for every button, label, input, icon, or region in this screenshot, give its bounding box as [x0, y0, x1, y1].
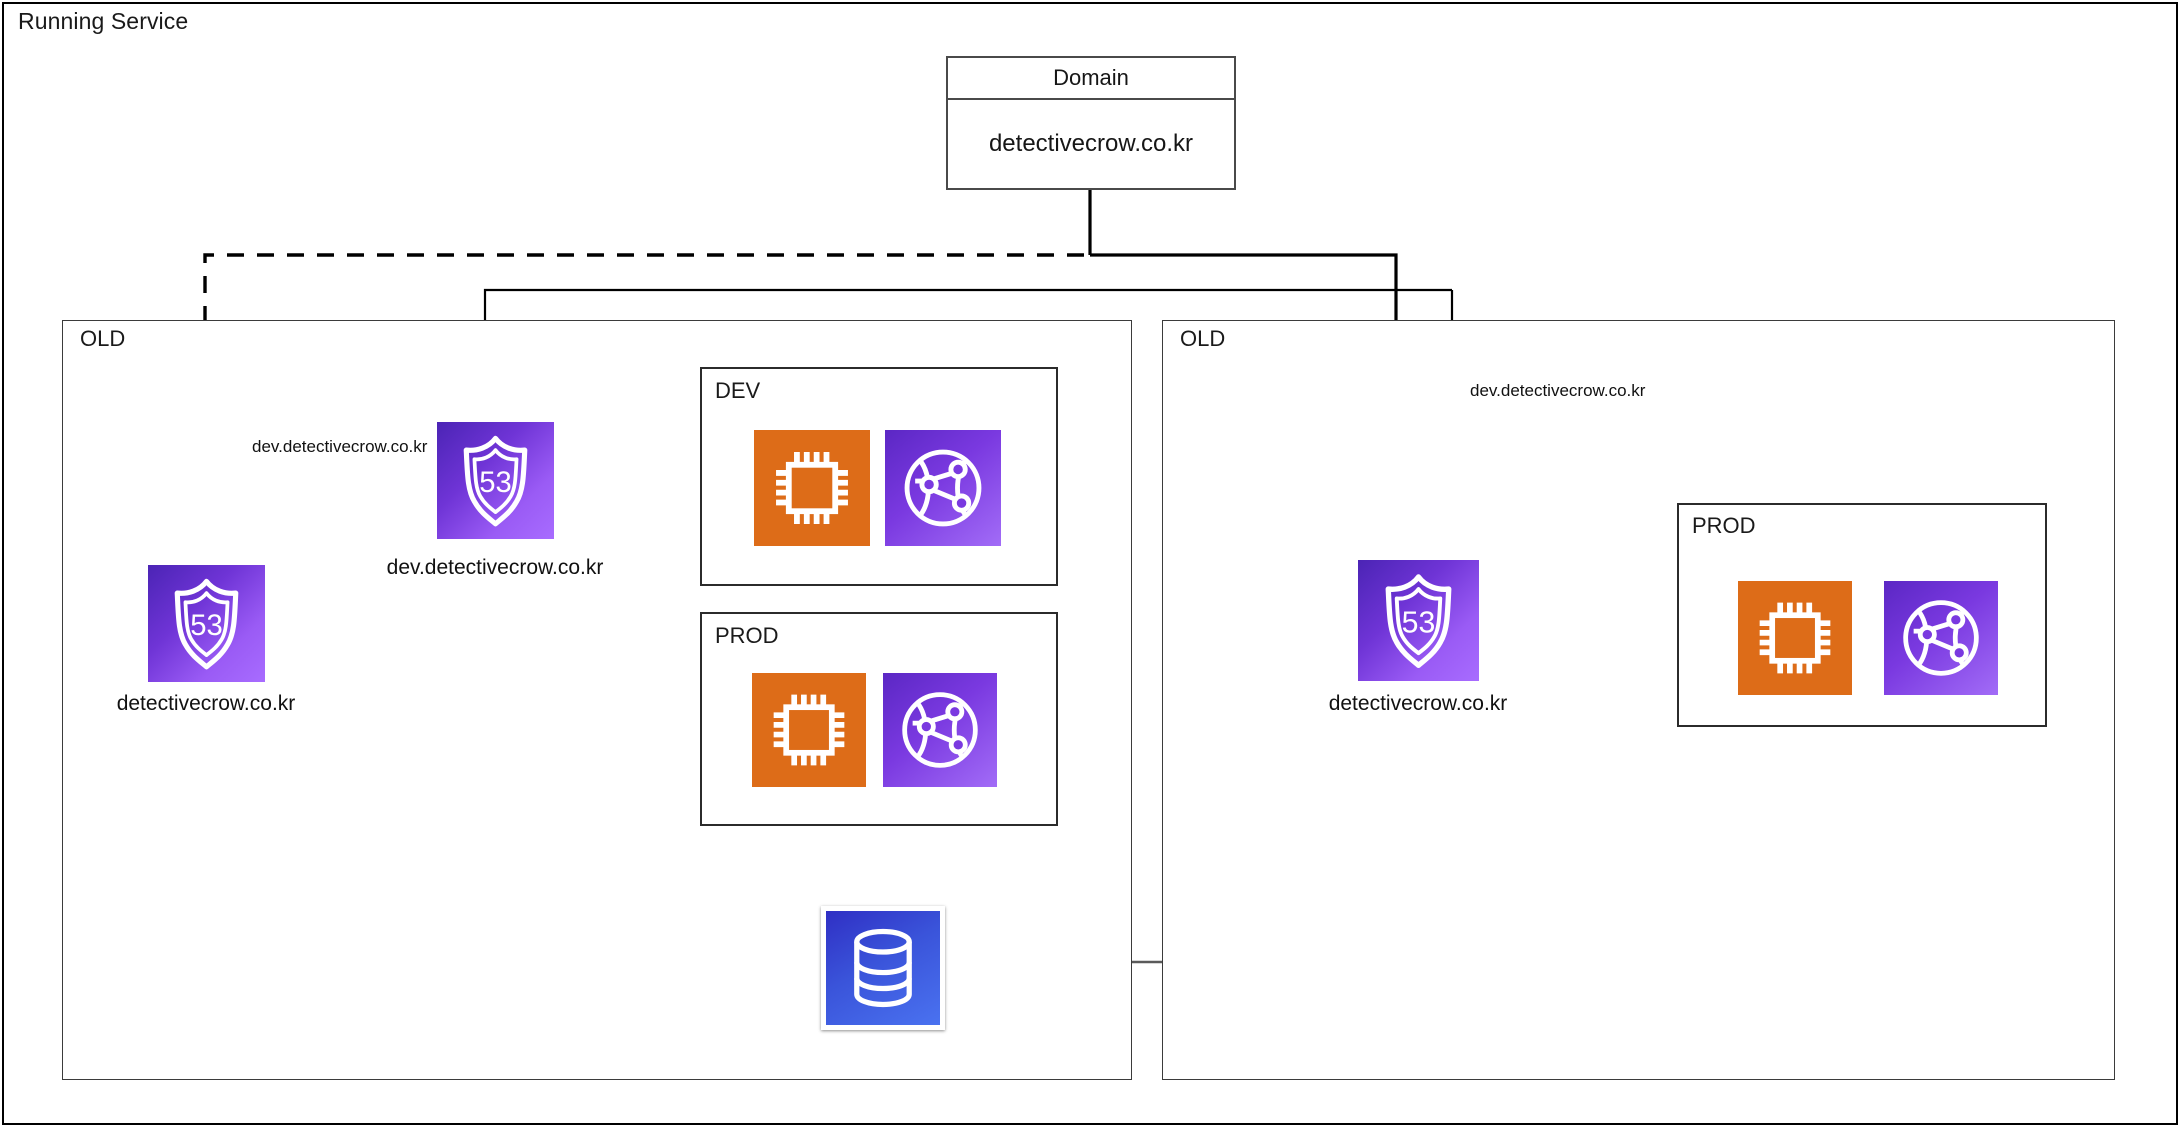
- environment-label-prod-right: PROD: [1692, 513, 1756, 538]
- environment-box-prod-left: [700, 612, 1058, 826]
- domain-card-header: Domain: [948, 58, 1234, 100]
- route53-label-root-left: detectivecrow.co.kr: [116, 692, 296, 715]
- frame-title: Running Service: [18, 8, 189, 34]
- route53-icon: 53: [437, 422, 554, 539]
- domain-card: Domain detectivecrow.co.kr: [946, 56, 1236, 190]
- vpc-icon: [1884, 581, 1998, 695]
- rds-icon: [821, 906, 945, 1030]
- edge-label-dev-right: dev.detectivecrow.co.kr: [1470, 381, 1646, 400]
- route53-icon: 53: [148, 565, 265, 682]
- ec2-icon: [754, 430, 870, 546]
- vpc-icon: [883, 673, 997, 787]
- edge-label-dev-left: dev.detectivecrow.co.kr: [252, 437, 428, 456]
- environment-label-prod-left: PROD: [715, 623, 779, 648]
- domain-card-value: detectivecrow.co.kr: [988, 130, 1194, 157]
- route53-icon: 53: [1358, 560, 1479, 681]
- vpc-icon: [885, 430, 1001, 546]
- environment-label-dev-left: DEV: [715, 378, 761, 403]
- ec2-icon: [752, 673, 866, 787]
- route53-label-dev-left: dev.detectivecrow.co.kr: [386, 556, 604, 579]
- account-label-right: OLD: [1180, 326, 1226, 351]
- ec2-icon: [1738, 581, 1852, 695]
- svg-text:53: 53: [1402, 607, 1436, 640]
- route53-label-root-right: detectivecrow.co.kr: [1328, 692, 1508, 715]
- svg-text:53: 53: [190, 610, 223, 642]
- svg-text:53: 53: [479, 467, 512, 499]
- account-label-left: OLD: [80, 326, 126, 351]
